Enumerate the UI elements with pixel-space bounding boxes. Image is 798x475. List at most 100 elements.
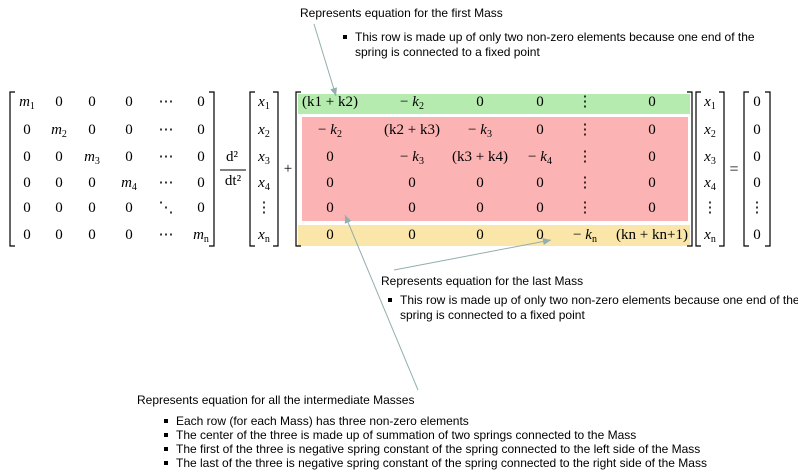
mass-matrix-cell-4-3: 0 (125, 200, 133, 216)
x-vector-cell-5: xn (257, 227, 270, 245)
first-mass-annotation: Represents equation for the first Mass T… (300, 6, 775, 60)
first-row-highlight (298, 94, 690, 114)
intermediate-mass-title: Represents equation for all the intermed… (137, 393, 415, 407)
last-mass-arrow-head (542, 238, 551, 245)
intermediate-mass-arrow-head (344, 215, 352, 224)
x-vector-cell-1: x2 (257, 122, 270, 140)
mass-matrix-cell-1-1: m2 (51, 122, 67, 140)
mass-matrix-cell-3-1: 0 (55, 175, 63, 191)
mass-matrix-cell-4-5: 0 (197, 200, 205, 216)
stiffness-matrix-cell-2-4: ⋮ (578, 149, 593, 165)
first-mass-bullet: This row is made up of only two non-zero… (341, 30, 775, 60)
mass-matrix-cell-1-0: 0 (23, 122, 31, 138)
stiffness-matrix-cell-5-1: 0 (408, 227, 416, 243)
mass-matrix-cell-0-4: ⋯ (159, 94, 174, 110)
stiffness-matrix-right-bracket (687, 91, 693, 247)
x-vector-cell-2: x3 (257, 149, 270, 167)
zero-vector-cell-5: 0 (753, 227, 761, 243)
intermediate-bullet-1: Each row (for each Mass) has three non-z… (162, 414, 707, 428)
mass-matrix-cell-5-1: 0 (55, 227, 63, 243)
x-vector2-cell-4: ⋮ (703, 200, 718, 216)
zero-vector-cell-2: 0 (753, 149, 761, 165)
zero-vector-left-bracket (743, 91, 749, 247)
stiffness-matrix-cell-5-3: 0 (536, 227, 544, 243)
mass-matrix-cell-3-4: ⋯ (159, 175, 174, 191)
stiffness-matrix-cell-1-2: − k3 (468, 122, 492, 140)
mass-matrix-cell-5-4: ⋯ (159, 227, 174, 243)
derivative-numerator: d² (226, 149, 239, 165)
last-mass-arrow (393, 239, 552, 271)
mass-matrix-cell-2-2: m3 (84, 149, 100, 167)
stiffness-matrix-cell-4-3: 0 (536, 200, 544, 216)
mass-matrix-right-bracket (209, 91, 215, 247)
stiffness-matrix-cell-0-4: ⋮ (578, 94, 593, 110)
stiffness-matrix-cell-5-4: − kn (573, 227, 597, 245)
mass-matrix-cell-0-0: m1 (19, 94, 35, 112)
x-vector2-cell-1: x2 (703, 122, 716, 140)
intermediate-bullet-2: The center of the three is made up of su… (162, 428, 707, 442)
first-mass-arrow (313, 23, 337, 97)
stiffness-matrix-cell-5-0: 0 (326, 227, 334, 243)
zero-vector-cell-3: 0 (753, 175, 761, 191)
mass-matrix-cell-5-5: mn (193, 227, 209, 245)
middle-rows-highlight (302, 117, 688, 221)
stiffness-matrix-cell-2-5: 0 (648, 149, 656, 165)
x-vector2-cell-3: x4 (703, 175, 716, 193)
stiffness-matrix-cell-0-3: 0 (536, 94, 544, 110)
stiffness-matrix-cell-5-2: 0 (476, 227, 484, 243)
plus-sign: + (284, 161, 292, 177)
zero-vector-cell-0: 0 (753, 94, 761, 110)
x-vector2-cell-5: xn (703, 227, 716, 245)
last-mass-title: Represents equation for the last Mass (381, 274, 584, 288)
stiffness-matrix-cell-4-2: 0 (476, 200, 484, 216)
x-vector2-right-bracket (719, 91, 725, 247)
x-vector2-left-bracket (695, 91, 701, 247)
stiffness-matrix-left-bracket (295, 91, 301, 247)
last-row-highlight (298, 225, 690, 246)
mass-matrix-cell-1-3: 0 (125, 122, 133, 138)
zero-vector-cell-1: 0 (753, 122, 761, 138)
first-mass-arrow-head (330, 87, 338, 96)
stiffness-matrix-cell-2-3: − k4 (528, 149, 552, 167)
stiffness-matrix-cell-2-2: (k3 + k4) (452, 149, 508, 165)
mass-matrix-cell-5-3: 0 (125, 227, 133, 243)
mass-matrix-cell-3-5: 0 (197, 175, 205, 191)
stiffness-matrix-cell-4-5: 0 (648, 200, 656, 216)
stiffness-matrix-cell-3-5: 0 (648, 175, 656, 191)
stiffness-matrix-cell-3-0: 0 (326, 175, 334, 191)
last-mass-bullet: This row is made up of only two non-zero… (386, 293, 798, 323)
derivative-denominator: dt² (225, 173, 242, 189)
x-vector-cell-0: x1 (257, 94, 270, 112)
x-vector2-cell-0: x1 (703, 94, 716, 112)
mass-matrix-cell-1-5: 0 (197, 122, 205, 138)
stiffness-matrix-cell-3-1: 0 (408, 175, 416, 191)
mass-matrix-cell-1-2: 0 (88, 122, 96, 138)
stiffness-matrix-cell-0-1: − k2 (400, 94, 424, 112)
mass-matrix-cell-2-1: 0 (55, 149, 63, 165)
mass-matrix-cell-2-4: ⋯ (159, 149, 174, 165)
intermediate-bullet-4: The last of the three is negative spring… (162, 456, 707, 470)
stiffness-matrix-cell-3-3: 0 (536, 175, 544, 191)
x-vector-left-bracket (249, 91, 255, 247)
equals-sign: = (729, 161, 738, 178)
mass-matrix-cell-0-5: 0 (197, 94, 205, 110)
stiffness-matrix-cell-1-4: ⋮ (578, 122, 593, 138)
stiffness-matrix-cell-0-0: (k1 + k2) (302, 94, 358, 110)
mass-matrix-cell-4-1: 0 (55, 200, 63, 216)
mass-matrix-cell-5-0: 0 (23, 227, 31, 243)
x-vector-cell-3: x4 (257, 175, 270, 193)
stiffness-matrix-cell-4-1: 0 (408, 200, 416, 216)
mass-matrix-cell-0-3: 0 (125, 94, 133, 110)
mass-matrix-cell-2-0: 0 (23, 149, 31, 165)
mass-matrix-cell-1-4: ⋯ (159, 122, 174, 138)
stiffness-matrix-cell-2-1: − k3 (400, 149, 424, 167)
intermediate-bullet-3: The first of the three is negative sprin… (162, 442, 707, 456)
stiffness-matrix-cell-3-4: ⋮ (578, 175, 593, 191)
mass-matrix-cell-3-3: m4 (121, 175, 137, 193)
x-vector2-cell-2: x3 (703, 149, 716, 167)
stiffness-matrix-cell-5-5: (kn + kn+1) (616, 227, 688, 243)
mass-matrix-cell-4-4: ⋱ (159, 200, 174, 216)
x-vector-right-bracket (273, 91, 279, 247)
